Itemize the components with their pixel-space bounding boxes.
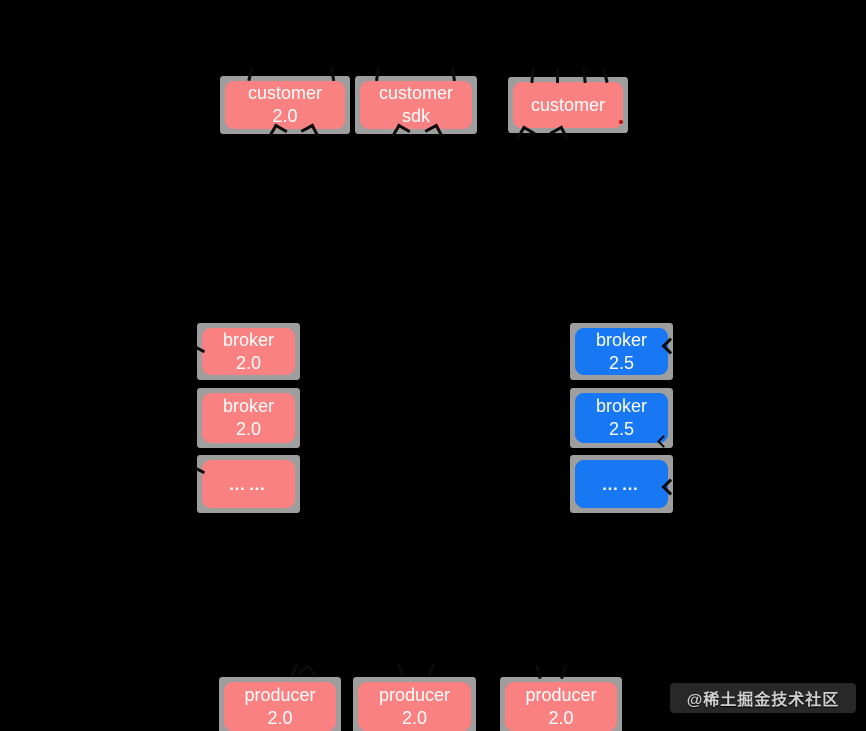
red-dot-artifact bbox=[619, 120, 623, 124]
node-label-line2: 2.0 bbox=[267, 707, 293, 728]
node-label-line2: 2.0 bbox=[401, 707, 428, 728]
producer-3-box: producer 2.0 bbox=[505, 682, 617, 731]
node-label-line1: customer bbox=[378, 83, 454, 103]
node-label-line1: customer bbox=[247, 83, 323, 103]
node-label-line2: 2.0 bbox=[235, 419, 262, 439]
arrow-line-icon bbox=[582, 68, 587, 84]
broker-old-2-box: broker 2.0 bbox=[202, 393, 295, 443]
broker-new-2-box: broker 2.5 bbox=[575, 393, 668, 443]
broker-old-2-node: broker 2.0 bbox=[197, 388, 300, 448]
node-label-line2: 2.5 bbox=[608, 352, 635, 373]
watermark-badge: @稀土掘金技术社区 bbox=[670, 683, 856, 713]
node-label-line1: broker bbox=[222, 329, 275, 350]
producer-2-node: producer 2.0 bbox=[353, 677, 476, 731]
customer-node: customer bbox=[508, 77, 628, 133]
broker-old-more-box: …… bbox=[202, 460, 295, 508]
broker-old-1-node: broker 2.0 bbox=[197, 323, 300, 380]
arrow-line-icon bbox=[427, 662, 436, 678]
broker-old-more-node: …… bbox=[197, 455, 300, 513]
producer-1-node: producer 2.0 bbox=[219, 677, 341, 731]
node-label-line2: 2.0 bbox=[235, 352, 262, 373]
node-label-line1: …… bbox=[601, 474, 642, 494]
node-label-line1: broker bbox=[595, 396, 648, 416]
producer-1-box: producer 2.0 bbox=[224, 682, 336, 731]
node-label-line2: 2.0 bbox=[548, 707, 574, 728]
customer-2-0-node: customer 2.0 bbox=[220, 76, 350, 134]
broker-new-2-node: broker 2.5 bbox=[570, 388, 673, 448]
customer-2-0-box: customer 2.0 bbox=[225, 81, 345, 129]
arrow-line-icon bbox=[556, 69, 559, 83]
arrow-line-icon bbox=[396, 662, 405, 678]
node-label-line1: …… bbox=[228, 474, 269, 494]
node-label-line2: sdk bbox=[401, 106, 430, 126]
producer-2-box: producer 2.0 bbox=[358, 682, 471, 731]
node-label-line1: broker bbox=[222, 396, 275, 416]
broker-new-more-node: …… bbox=[570, 455, 673, 513]
customer-box: customer bbox=[513, 82, 623, 128]
node-label-line1: producer bbox=[244, 684, 316, 705]
node-label-line2: 2.5 bbox=[608, 419, 635, 439]
node-label-line1: producer bbox=[378, 684, 451, 705]
node-label-line1: broker bbox=[595, 329, 648, 350]
customer-sdk-box: customer sdk bbox=[360, 81, 472, 129]
watermark-text: @稀土掘金技术社区 bbox=[686, 692, 840, 709]
node-label-line1: producer bbox=[525, 684, 597, 705]
producer-3-node: producer 2.0 bbox=[500, 677, 622, 731]
broker-old-1-box: broker 2.0 bbox=[202, 328, 295, 375]
customer-sdk-node: customer sdk bbox=[355, 76, 477, 134]
arrow-line-icon bbox=[451, 66, 456, 82]
node-label-line1: customer bbox=[530, 94, 606, 115]
arrow-line-icon bbox=[290, 662, 299, 678]
broker-new-1-box: broker 2.5 bbox=[575, 328, 668, 375]
broker-new-1-node: broker 2.5 bbox=[570, 323, 673, 380]
broker-new-more-box: …… bbox=[575, 460, 668, 508]
node-label-line2: 2.0 bbox=[272, 106, 298, 126]
